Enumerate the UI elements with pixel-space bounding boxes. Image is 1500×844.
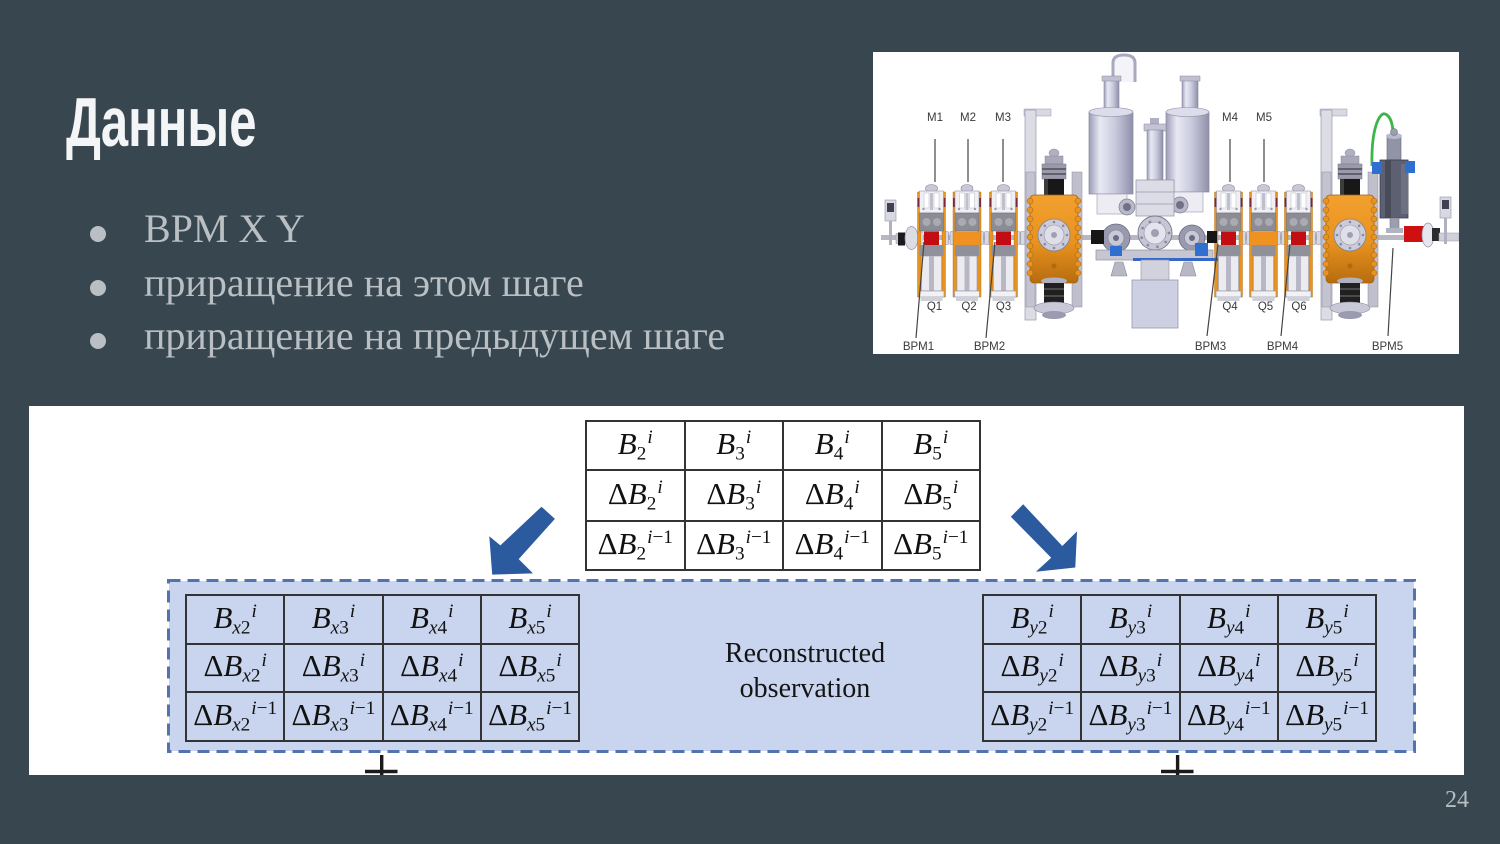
- svg-text:Q5: Q5: [1258, 301, 1273, 313]
- svg-text:Q3: Q3: [996, 301, 1011, 313]
- svg-text:BPM5: BPM5: [1372, 341, 1403, 353]
- svg-text:M1: M1: [927, 112, 943, 124]
- svg-text:M4: M4: [1222, 112, 1239, 124]
- svg-text:BPM4: BPM4: [1267, 341, 1299, 353]
- svg-text:Q4: Q4: [1222, 301, 1238, 313]
- svg-text:M5: M5: [1256, 112, 1272, 124]
- svg-text:Q6: Q6: [1291, 301, 1306, 313]
- svg-text:Q2: Q2: [961, 301, 976, 313]
- svg-text:Q1: Q1: [927, 301, 942, 313]
- svg-text:M2: M2: [960, 112, 976, 124]
- svg-text:BPM3: BPM3: [1195, 341, 1226, 353]
- svg-text:M3: M3: [995, 112, 1011, 124]
- svg-text:BPM2: BPM2: [974, 341, 1005, 353]
- svg-text:BPM1: BPM1: [903, 341, 934, 353]
